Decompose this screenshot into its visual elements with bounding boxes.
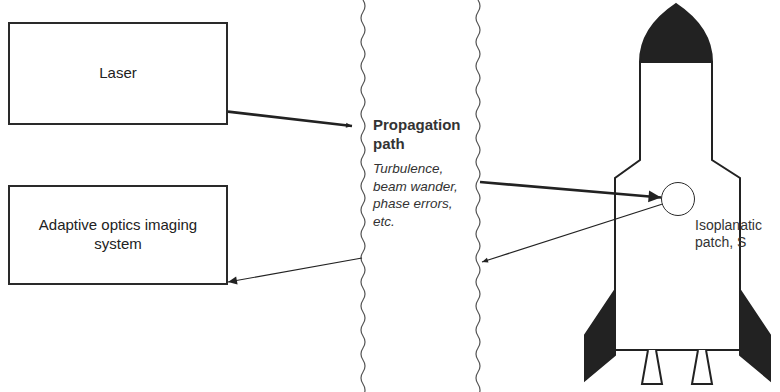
beam-line <box>482 204 662 262</box>
patch-label: Isoplanatic patch, S <box>695 217 775 251</box>
isoplanatic-patch: Isoplanatic patch, S <box>661 182 695 216</box>
rocket-nose <box>640 4 712 62</box>
turbulence-boundary <box>476 0 480 392</box>
laser-box: Laser <box>8 22 228 125</box>
imaging-box: Adaptive optics imaging system <box>8 185 228 285</box>
arrowhead <box>228 276 238 284</box>
beam-line <box>228 112 352 126</box>
beam-line <box>482 204 662 262</box>
rocket-leg <box>642 350 662 384</box>
region-note: Turbulence, beam wander, phase errors, e… <box>373 160 471 230</box>
beam-line <box>480 182 661 198</box>
arrowhead <box>346 123 352 128</box>
beam-path <box>228 204 662 284</box>
box-label: Adaptive optics imaging system <box>10 212 226 258</box>
rocket-fin <box>740 290 770 380</box>
turbulence-boundary <box>361 0 365 392</box>
beam-line <box>228 258 362 282</box>
region-title: Propagation path <box>373 116 473 154</box>
rocket-body <box>615 62 740 350</box>
arrowhead <box>648 191 661 203</box>
box-label: Laser <box>89 60 147 87</box>
rocket-fin <box>585 290 615 380</box>
rocket-leg <box>692 350 712 384</box>
beam-line <box>228 112 352 126</box>
arrowhead <box>482 258 488 263</box>
